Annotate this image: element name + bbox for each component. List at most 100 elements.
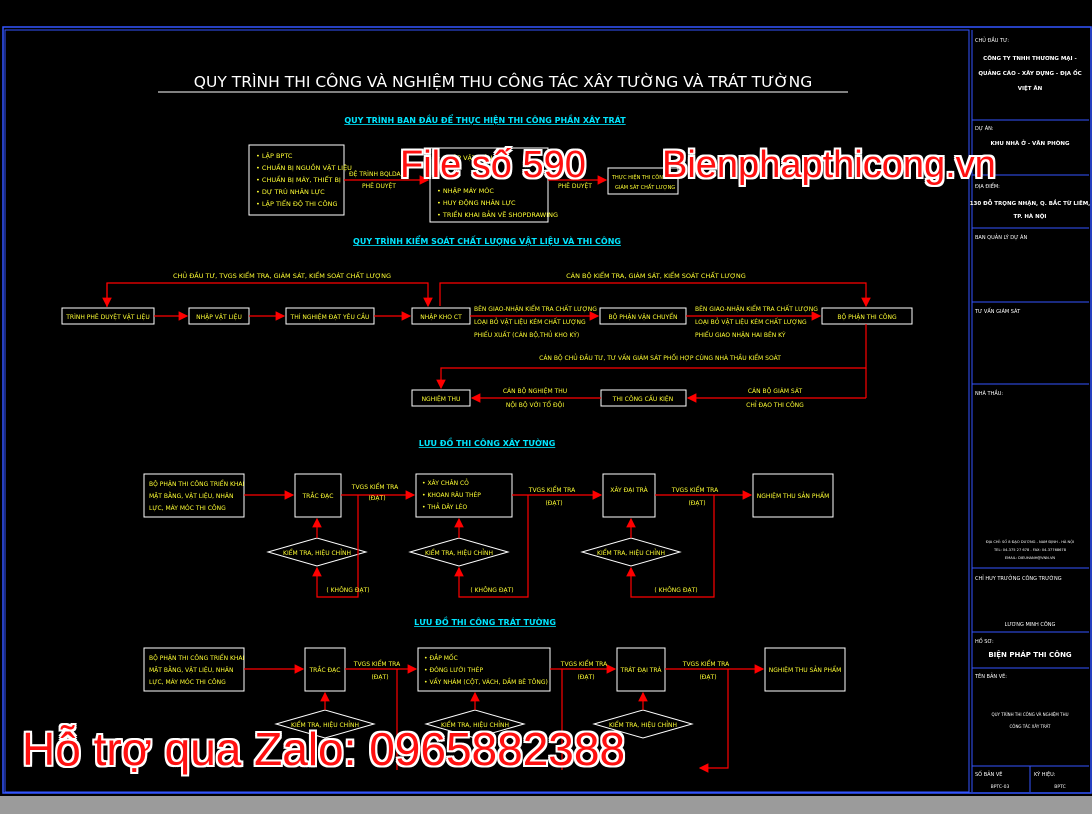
s1-box-prep-line: • LẬP BPTC [256, 151, 293, 160]
inner-border [4, 29, 970, 793]
s2-box-import-label: NHẬP VẬT LIỆU [196, 313, 242, 321]
s2-note-gs: CÁN BỘ GIÁM SÁT [748, 388, 803, 395]
s2-box-construction [821, 307, 913, 325]
s3-check-label: TVGS KIỂM TRA [351, 483, 399, 491]
section4-heading: LƯU ĐỒ THI CÔNG TRÁT TƯỜNG [414, 615, 556, 627]
s3-box-start-line: LỰC, MÁY MÓC THI CÔNG [149, 505, 226, 512]
s3-fail-loop [626, 495, 715, 598]
s2-box-acceptance [411, 389, 471, 407]
s3-diamond-label: KIỂM TRA, HIỆU CHỈNH [425, 549, 493, 557]
s3-box-mass-label: XÂY ĐẠI TRÀ [610, 487, 648, 494]
section2-heading: QUY TRÌNH KIỂM SOÁT CHẤT LƯỢNG VẬT LIỆU … [353, 234, 621, 246]
section1-heading: QUY TRÌNH BAN ĐẦU ĐỂ THỰC HIỆN THI CÔNG … [344, 113, 626, 125]
s3-check-label: (ĐẠT) [688, 500, 705, 507]
s3-diamond-label: KIỂM TRA, HIỆU CHỈNH [597, 549, 665, 557]
s3-fail-label: ( KHÔNG ĐẠT) [326, 587, 369, 594]
s2-box-member-label: THI CÔNG CẤU KIỆN [612, 395, 673, 403]
s3-box-work-line: • THẢ DÂY LÈO [422, 503, 467, 511]
s1-arrow-1-label: PHÊ DUYỆT [362, 182, 396, 190]
s4-diamond [274, 709, 376, 739]
tb-owner-line: CÔNG TY TNHH THƯƠNG MẠI - [983, 55, 1077, 62]
tb-site-chief-label: CHỈ HUY TRƯỞNG CÔNG TRƯỜNG [975, 574, 1062, 582]
tb-owner-line: VIỆT ÂN [1018, 84, 1043, 92]
tb-project-label: DỰ ÁN: [975, 125, 994, 132]
s4-diamond-label: KIỂM TRA, HIỆU CHỈNH [441, 721, 509, 729]
tb-scale: BPTC [1054, 784, 1065, 790]
s2-note-mid2-line: PHIẾU GIAO NHẬN HAI BÊN KÝ [695, 331, 786, 339]
s4-check-label: TVGS KIỂM TRA [560, 660, 608, 668]
s1-arrow-1-label: ĐỆ TRÌNH BQLDA, [349, 170, 403, 178]
s3-diamond [266, 537, 368, 567]
tb-contractor-info: ĐỊA CHỈ: SỐ 8 ĐẠO DƯƠNG - NAM ĐỊNH - HÀ … [986, 539, 1074, 544]
s4-box-start-line: BỘ PHẬN THI CÔNG TRIỂN KHAI [149, 654, 245, 662]
drawing-title: QUY TRÌNH THI CÔNG VÀ NGHIỆM THU CÔNG TÁ… [194, 72, 812, 91]
s4-fail-loop [698, 669, 729, 773]
s3-check-label: (ĐẠT) [545, 500, 562, 507]
tb-drawing-name: QUY TRÌNH THI CÔNG VÀ NGHIỆM THU [991, 712, 1068, 717]
s4-diamond-label: KIỂM TRA, HIỆU CHỈNH [291, 721, 359, 729]
s1-box-prep-line: • DỰ TRÙ NHÂN LỰC [256, 187, 325, 196]
tb-location-label: ĐỊA ĐIỂM: [975, 182, 1000, 190]
s2-box-test-label: THÍ NGHIỆM ĐẠT YÊU CẦU [290, 313, 370, 321]
s2-loop-right [439, 282, 871, 308]
s2-box-warehouse-label: NHẬP KHO CT [420, 314, 462, 321]
s3-box-end-label: NGHIỆM THU SẢN PHẨM [757, 492, 830, 500]
tb-owner-label: CHỦ ĐẦU TƯ: [975, 36, 1009, 44]
title-block [971, 30, 1089, 792]
s3-box-start-line: BỘ PHẬN THI CÔNG TRIỂN KHAI [149, 480, 245, 488]
s1-box-mobilize-line: • HUY ĐỘNG NHÂN LỰC [437, 198, 516, 207]
s2-box-construction-label: BỘ PHẬN THI CÔNG [837, 314, 897, 321]
s3-fail-loop [312, 495, 359, 598]
s4-check-label: (ĐẠT) [371, 674, 388, 681]
s3-diamond [580, 537, 682, 567]
s4-check-label: (ĐẠT) [577, 674, 594, 681]
s4-box-work-line: • VẨY NHÁM (CỘT, VÁCH, DẦM BÊ TÔNG) [424, 678, 548, 686]
sheet-border [2, 26, 1092, 794]
s2-box-transport-label: BỘ PHẬN VẬN CHUYỂN [608, 313, 677, 321]
s2-top-left-note: CHỦ ĐẦU TƯ, TVGS KIỂM TRA, GIÁM SÁT, KIỂ… [173, 270, 391, 280]
s3-fail-loop [454, 495, 529, 598]
s2-note-mid2-line: LOẠI BỎ VẬT LIỆU KÉM CHẤT LƯỢNG [695, 318, 807, 326]
watermark-file-number: File số 590 [400, 144, 586, 186]
s1-box-mobilize-line: • NHẬP MÁY MÓC [437, 186, 494, 195]
s4-box-work-line: • ĐẮP MỐC [424, 654, 458, 662]
s4-diamond [592, 709, 694, 739]
s2-return-note: CÁN BỘ CHỦ ĐẦU TƯ, TƯ VẤN GIÁM SÁT PHỐI … [539, 354, 781, 362]
s4-box-start-line: LỰC, MÁY MÓC THI CÔNG [149, 679, 226, 686]
tb-subject: BIỆN PHÁP THI CÔNG [988, 650, 1072, 659]
tb-drawing-name: CÔNG TÁC XÂY TRÁT [1010, 724, 1052, 729]
s3-box-end [752, 473, 834, 518]
s3-box-start-line: MẶT BẰNG, VẬT LIỆU, NHÂN [149, 492, 234, 500]
tb-site-chief-name: LƯƠNG MINH CÔNG [1005, 621, 1056, 628]
s3-check-label: TVGS KIỂM TRA [528, 486, 576, 494]
tb-contractor-info: TEL: 04-375 27 678 - FAX: 04-37768678 [993, 548, 1067, 552]
s2-return-line [436, 324, 867, 390]
s3-diamond [408, 537, 510, 567]
s1-box-prep-line: • CHUẨN BỊ NGUỒN VẬT LIỆU [256, 162, 352, 172]
s2-note-mid1-line: PHIẾU XUẤT (CÁN BỘ,THỦ KHO KÝ) [474, 331, 579, 339]
s3-box-work-line: • KHOAN RÂU THÉP [422, 491, 481, 499]
s4-check-label: TVGS KIỂM TRA [353, 660, 401, 668]
tb-project-line: KHU NHÀ Ở - VĂN PHÒNG [991, 139, 1070, 147]
s4-box-survey-label: TRẮC ĐẠC [309, 666, 341, 674]
tb-drawing-label: TÊN BẢN VẼ: [974, 672, 1007, 680]
s1-box-execute [607, 167, 679, 195]
s2-top-right-note: CÁN BỘ KIỂM TRA, GIÁM SÁT, KIỂM SOÁT CHẤ… [566, 270, 746, 280]
tb-contractor-info: EMAIL: DIEUHANH@VNN.VN [1005, 556, 1056, 560]
s2-loop-left [106, 282, 433, 308]
s4-box-work-line: • ĐÓNG LƯỚI THÉP [424, 666, 483, 674]
tb-subject-label: HỒ SƠ: [975, 636, 994, 645]
s2-note-mid1-line: BÊN GIAO-NHẬN KIỂM TRA CHẤT LƯỢNG [474, 305, 597, 313]
s2-note-nt: CÁN BỘ NGHIỆM THU [503, 387, 567, 395]
tb-location-line: 130 ĐỖ TRỌNG NHẬN, Q. BẮC TỪ LIÊM, [970, 199, 1091, 207]
s1-arrow-2-label: PHÊ DUYỆT [558, 182, 592, 190]
s4-diamond-label: KIỂM TRA, HIỆU CHỈNH [609, 721, 677, 729]
s3-diamond-label: KIỂM TRA, HIỆU CHỈNH [283, 549, 351, 557]
tb-scale-label: KÝ HIỆU: [1034, 770, 1056, 778]
tb-contractor-label: NHÀ THẦU: [975, 389, 1003, 397]
s4-diamond [424, 709, 526, 739]
s4-check-label: (ĐẠT) [699, 674, 716, 681]
s4-box-start-line: MẶT BẰNG, VẬT LIỆU, NHÂN [149, 666, 234, 674]
s2-note-nt: NỘI BỘ VỚI TỔ ĐỘI [506, 401, 565, 409]
